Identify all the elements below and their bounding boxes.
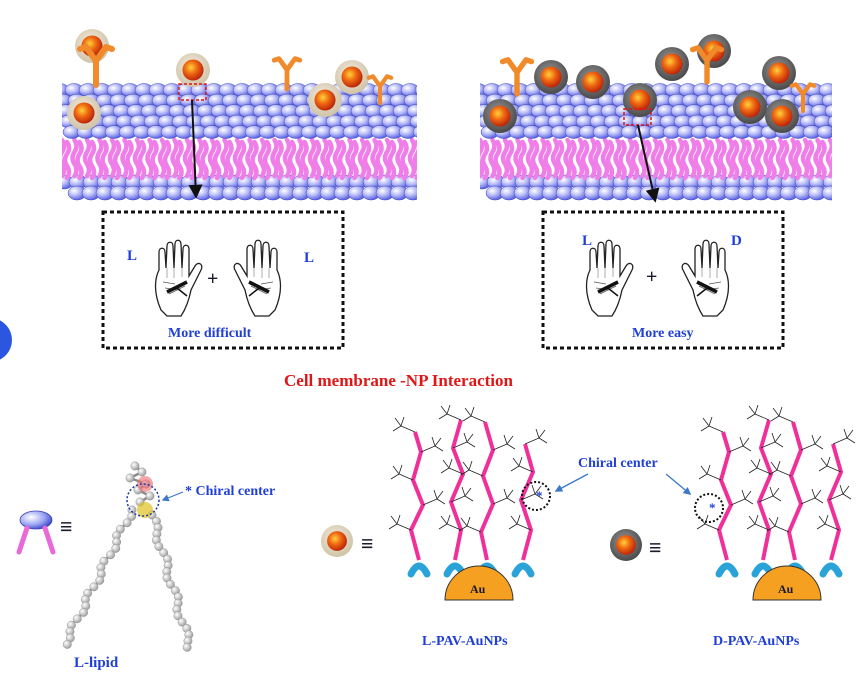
interaction-title: Cell membrane -NP Interaction	[284, 371, 513, 391]
left-box-caption: More difficult	[168, 326, 251, 342]
np-chiral-arrow-l	[556, 474, 588, 491]
l-np-equiv-symbol: ≡	[361, 531, 374, 557]
right-box-letter-d: D	[731, 233, 742, 250]
np-right-7	[623, 83, 657, 117]
right-box-letter-l: L	[582, 233, 592, 250]
lipid-icon	[19, 511, 53, 552]
np-left-4	[335, 60, 369, 94]
l-pav-aunp-chain-2	[451, 420, 463, 560]
right-box-plus: +	[646, 266, 657, 289]
d-np-label: D-PAV-AuNPs	[713, 634, 799, 650]
d-pav-aunp-chain-1	[719, 432, 731, 560]
d-np-asterisk: *	[709, 500, 716, 516]
l-np-label: L-PAV-AuNPs	[422, 634, 508, 650]
d-pav-aunp-chain-4	[829, 444, 841, 560]
d-pav-aunp	[695, 405, 855, 600]
np-right-6	[483, 99, 517, 133]
lipid-chiral-center-label: * Chiral center	[185, 484, 275, 500]
hand-right-2	[682, 240, 728, 316]
lipid-molecule	[63, 462, 193, 652]
hand-left-1	[156, 240, 202, 316]
legend-np-l	[321, 525, 353, 557]
l-pav-aunp-chain-3	[481, 422, 493, 560]
np-right-2	[576, 65, 610, 99]
lipid-equiv-symbol: ≡	[60, 514, 73, 540]
au-label-l: Au	[470, 582, 485, 597]
np-left-2	[67, 96, 101, 130]
membrane-right-tails	[478, 140, 850, 178]
d-pav-aunp-chain-3	[789, 422, 801, 560]
np-chiral-center-label: Chiral center	[578, 456, 658, 472]
np-left-3	[176, 53, 210, 87]
right-box-caption: More easy	[632, 326, 694, 342]
np-chiral-arrow-d	[666, 474, 690, 494]
hand-right-1	[587, 240, 633, 316]
lipid-label: L-lipid	[74, 655, 118, 672]
au-label-d: Au	[778, 582, 793, 597]
edge-blue-circle	[0, 318, 12, 362]
np-left-5	[308, 83, 342, 117]
np-right-3	[655, 47, 689, 81]
legend-np-d	[610, 529, 642, 561]
d-pav-aunp-chain-2	[759, 420, 771, 560]
np-right-9	[765, 99, 799, 133]
d-np-equiv-symbol: ≡	[649, 535, 662, 561]
np-right-8	[733, 90, 767, 124]
left-box-letter-l-right: L	[304, 250, 314, 267]
hand-left-2	[234, 240, 280, 316]
l-pav-aunp-chain-1	[411, 432, 423, 560]
l-np-asterisk: *	[536, 488, 543, 504]
left-box-letter-l: L	[127, 248, 137, 265]
np-right-1	[534, 60, 568, 94]
membrane-left	[51, 84, 464, 201]
left-box-plus: +	[207, 268, 218, 291]
l-pav-aunp	[389, 405, 550, 600]
membrane-left-tails	[60, 140, 432, 178]
